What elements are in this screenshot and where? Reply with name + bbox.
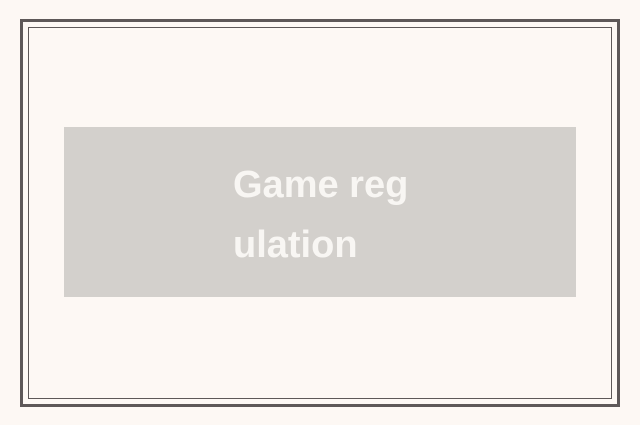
outer-frame-border [20, 19, 620, 407]
page-title: Game reg ulation [233, 155, 576, 275]
page-title-line-2: ulation [233, 224, 358, 266]
title-banner: Game reg ulation [64, 127, 576, 297]
inner-frame-border [28, 27, 612, 399]
page-title-line-1: Game reg [233, 164, 409, 206]
